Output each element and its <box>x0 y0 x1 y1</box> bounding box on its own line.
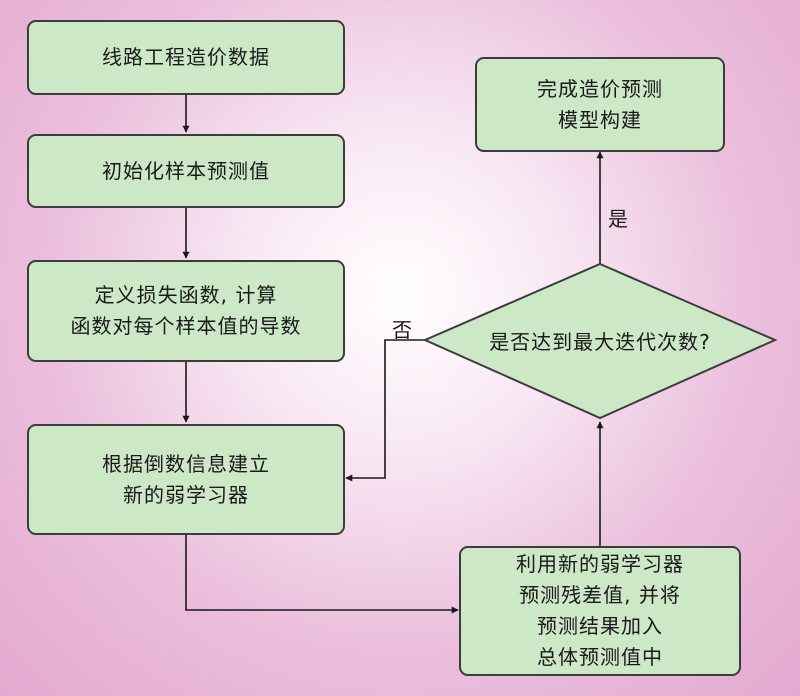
arrow-n4-to-n5 <box>185 535 459 614</box>
step-text: 预测残差值, 并将 <box>519 583 681 607</box>
decision-text: 是否达到最大迭代次数? <box>489 329 711 354</box>
step-text: 总体预测值中 <box>537 645 663 669</box>
decision-diamond <box>422 262 778 420</box>
step-text: 利用新的弱学习器 <box>516 552 684 576</box>
step-build-weak-learner: 根据倒数信息建立 新的弱学习器 <box>27 424 345 535</box>
step-text: 定义损失函数, 计算 <box>94 283 278 307</box>
step-text: 模型构建 <box>558 107 642 132</box>
step-text: 新的弱学习器 <box>123 482 249 507</box>
step-text: 根据倒数信息建立 <box>102 451 270 476</box>
yes-label: 是 <box>608 207 628 231</box>
step-define-loss-function: 定义损失函数, 计算 函数对每个样本值的导数 <box>27 260 345 362</box>
step-predict-residuals: 利用新的弱学习器 预测残差值, 并将 预测结果加入 总体预测值中 <box>459 546 741 676</box>
step-text: 完成造价预测 <box>537 76 663 101</box>
step-text: 函数对每个样本值的导数 <box>70 314 302 338</box>
step-init-sample-predictions: 初始化样本预测值 <box>27 134 345 208</box>
step-model-complete: 完成造价预测 模型构建 <box>475 57 725 152</box>
step-engineering-cost-data: 线路工程造价数据 <box>27 20 345 95</box>
no-label: 否 <box>392 318 412 342</box>
arrow-decision-no-to-n4 <box>345 339 425 482</box>
step-text: 预测结果加入 <box>537 614 663 638</box>
step-text: 线路工程造价数据 <box>102 45 270 69</box>
step-text: 初始化样本预测值 <box>102 158 270 183</box>
